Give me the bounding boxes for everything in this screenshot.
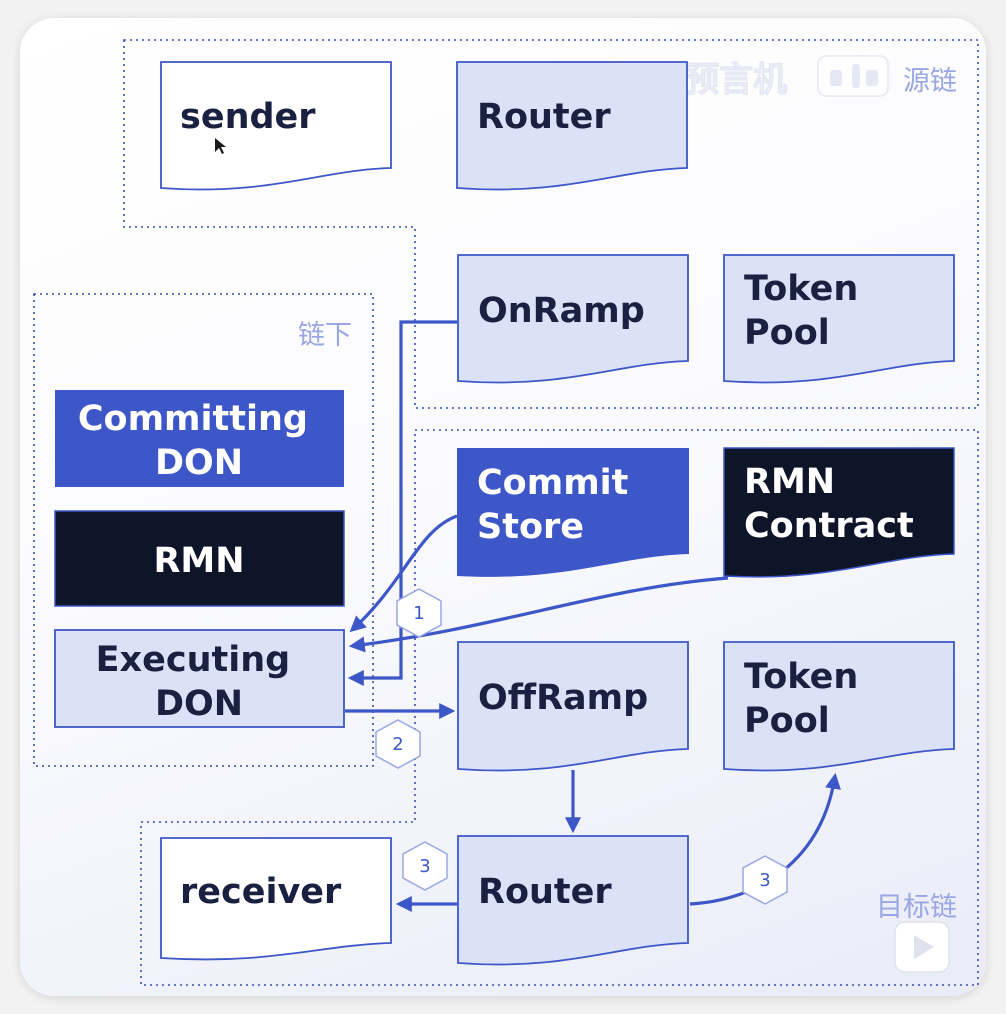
bilibili-logo <box>817 55 889 97</box>
step-badge-3-receiver: 3 <box>402 841 448 891</box>
svg-text:Token Pool: Token Pool <box>744 657 870 741</box>
svg-text:Commit Store: Commit Store <box>477 463 641 547</box>
tokenpool-source-line2: Pool <box>744 313 830 353</box>
router-destination-label: Router <box>478 872 612 912</box>
destination-chain-label: 目标链 <box>876 892 957 923</box>
svg-text:OffRamp: OffRamp <box>478 678 648 718</box>
offchain-region <box>33 293 374 767</box>
svg-text:2: 2 <box>392 734 403 755</box>
rmn-label: RMN <box>153 541 244 581</box>
svg-text:receiver: receiver <box>180 872 342 912</box>
commit-store-line2: Store <box>477 507 584 547</box>
arrow-commitstore-to-executing-don <box>349 514 458 633</box>
arrow-onramp-to-executing-don <box>347 320 457 686</box>
tokenpool-destination-line2: Pool <box>744 701 830 741</box>
tokenpool-destination-line1: Token <box>744 657 858 697</box>
executing-don-line2: DON <box>155 684 243 724</box>
node-executing-don: Executing DON <box>54 629 345 728</box>
svg-text:sender: sender <box>180 97 316 137</box>
svg-text:Router: Router <box>477 97 611 137</box>
node-rmn: RMN <box>54 510 345 607</box>
svg-text:Committing DON: Committing DON <box>78 399 320 483</box>
committing-don-line1: Committing <box>78 399 308 439</box>
node-rmn-contract: RMN Contract <box>723 447 955 578</box>
svg-text:RMN: RMN <box>153 541 244 581</box>
step-badge-3-tokenpool: 3 <box>742 855 788 905</box>
executing-don-line1: Executing <box>96 640 291 680</box>
node-onramp: OnRamp <box>457 254 689 384</box>
mouse-cursor-icon <box>215 138 226 154</box>
connectors <box>345 320 841 912</box>
router-source-label: Router <box>477 97 611 137</box>
offramp-label: OffRamp <box>478 678 648 718</box>
step-badge-1: 1 <box>396 588 442 638</box>
source-chain-label: 源链 <box>903 66 957 97</box>
node-tokenpool-source: Token Pool <box>723 254 955 384</box>
tokenpool-source-line1: Token <box>744 269 858 309</box>
commit-store-line1: Commit <box>477 463 628 503</box>
node-committing-don: Committing DON <box>55 390 344 487</box>
onramp-label: OnRamp <box>478 291 645 331</box>
region-outlines <box>33 39 979 986</box>
receiver-label: receiver <box>180 872 342 912</box>
source-chain-region <box>123 39 979 409</box>
node-router-destination: Router <box>457 835 689 966</box>
node-sender: sender <box>160 61 392 191</box>
svg-text:RMN Contract: RMN Contract <box>744 462 914 546</box>
node-commit-store: Commit Store <box>457 448 689 577</box>
rmn-contract-line1: RMN <box>744 462 835 502</box>
svg-text:1: 1 <box>413 603 424 624</box>
svg-text:OnRamp: OnRamp <box>478 291 645 331</box>
node-tokenpool-destination: Token Pool <box>723 641 955 772</box>
node-receiver: receiver <box>160 837 392 961</box>
step-badge-2: 2 <box>375 719 421 769</box>
node-router-source: Router <box>456 61 688 191</box>
offchain-label: 链下 <box>298 320 352 351</box>
svg-text:Executing DON: Executing DON <box>96 640 303 724</box>
arrow-rmncontract-to-executing-don <box>348 576 729 653</box>
node-offramp: OffRamp <box>457 641 689 772</box>
rmn-contract-line2: Contract <box>744 506 914 546</box>
svg-text:Router: Router <box>478 872 612 912</box>
video-play-icon[interactable] <box>894 921 950 973</box>
svg-text:Token Pool: Token Pool <box>744 269 870 353</box>
committing-don-line2: DON <box>155 443 243 483</box>
svg-text:3: 3 <box>419 856 430 877</box>
sender-label: sender <box>180 97 316 137</box>
svg-text:3: 3 <box>759 870 770 891</box>
